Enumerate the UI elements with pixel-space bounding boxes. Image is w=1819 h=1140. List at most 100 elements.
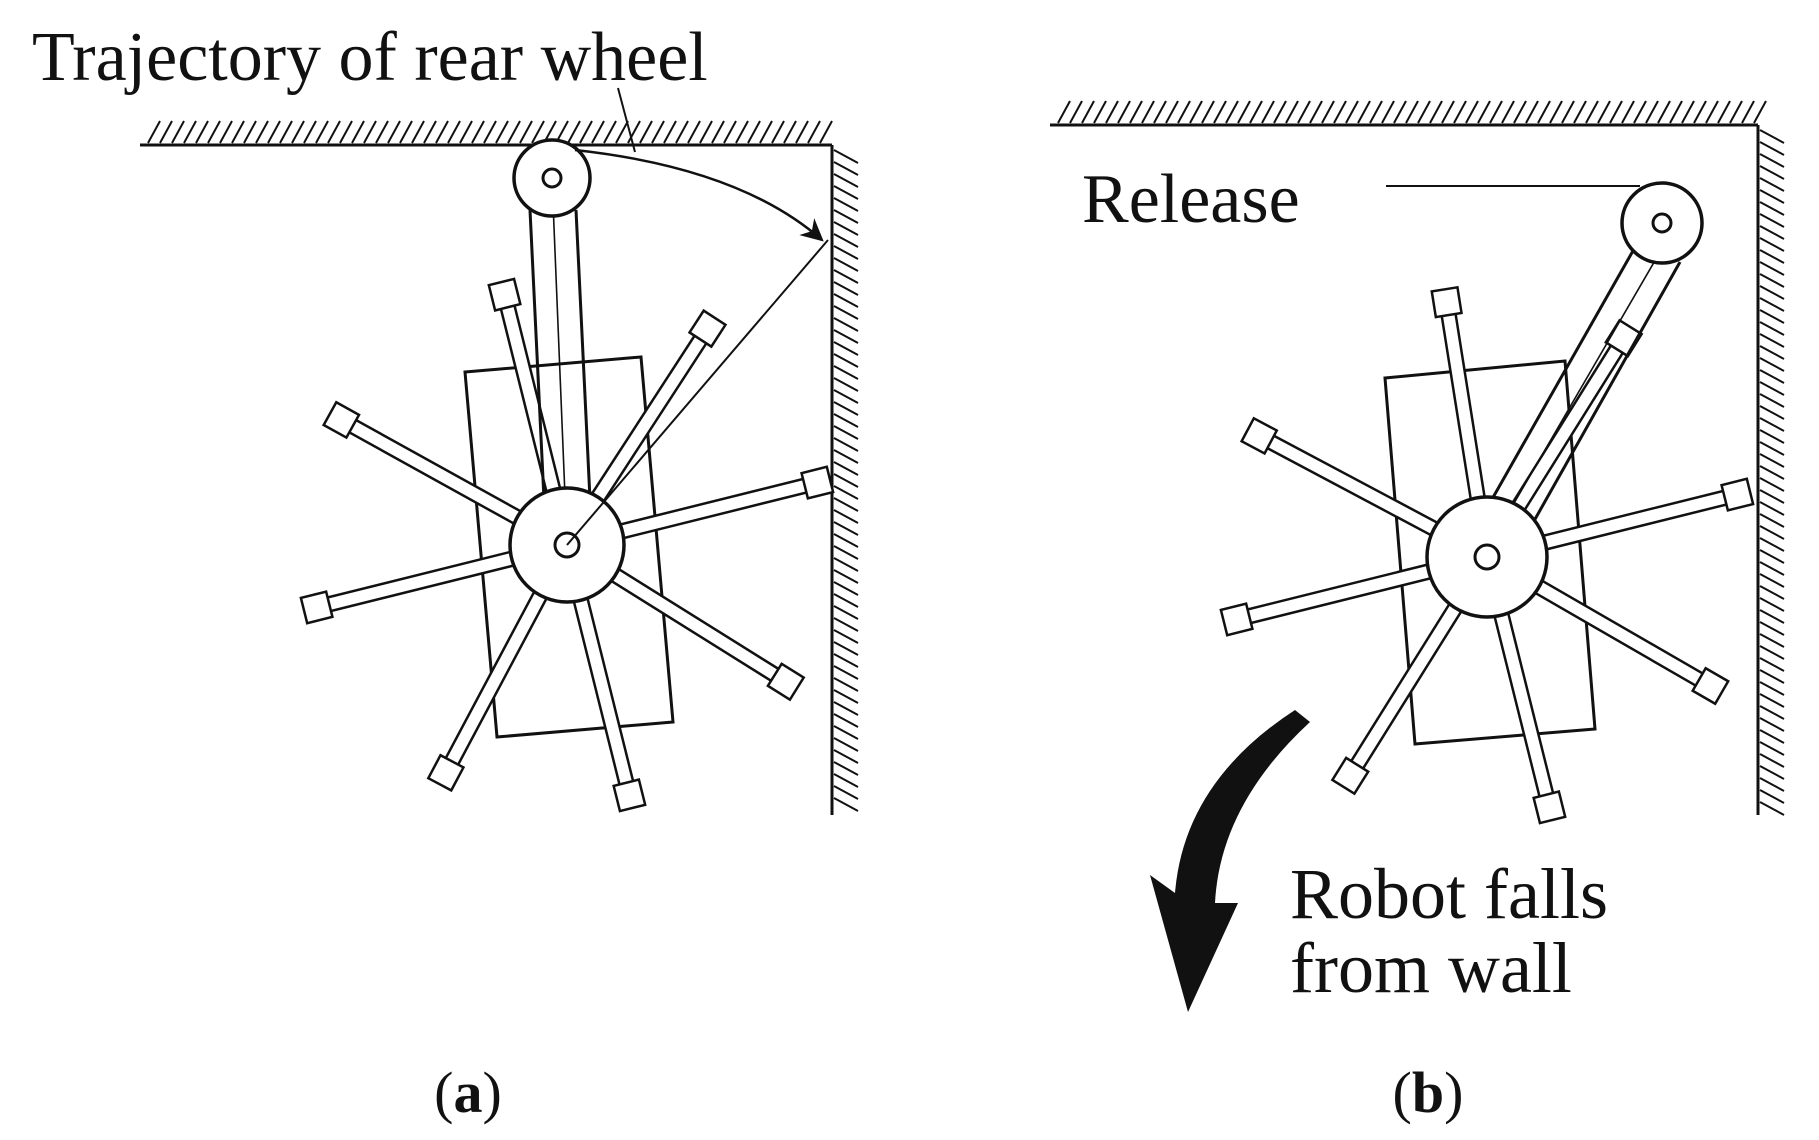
hatch-stroke bbox=[1759, 669, 1785, 684]
hatch-stroke bbox=[507, 120, 521, 144]
hatch-stroke bbox=[591, 120, 605, 144]
hatch-stroke bbox=[1759, 141, 1785, 156]
hatch-stroke bbox=[1759, 297, 1785, 312]
hatch-stroke bbox=[1759, 729, 1785, 744]
hatch-stroke bbox=[1057, 100, 1071, 124]
ceiling-surface-b bbox=[1050, 100, 1767, 127]
hatch-stroke bbox=[1759, 273, 1785, 288]
hatch-stroke bbox=[687, 120, 701, 144]
hatch-stroke bbox=[833, 437, 859, 452]
rear-arm-b bbox=[1468, 241, 1682, 561]
leg-foot-pad bbox=[766, 662, 806, 702]
hatch-stroke bbox=[833, 353, 859, 368]
trajectory-leader-line bbox=[617, 87, 636, 153]
hatch-stroke bbox=[1333, 100, 1347, 124]
hatch-stroke bbox=[279, 120, 293, 144]
hatch-stroke bbox=[833, 449, 859, 464]
hatch-stroke bbox=[1759, 681, 1785, 696]
wheel-legs-a bbox=[299, 277, 835, 813]
hatch-stroke bbox=[1117, 100, 1131, 124]
leg-foot-pad bbox=[487, 277, 522, 312]
hatch-stroke bbox=[1759, 525, 1785, 540]
hatch-stroke bbox=[411, 120, 425, 144]
hatch-stroke bbox=[1759, 345, 1785, 360]
hatch-stroke bbox=[1141, 100, 1155, 124]
hatch-stroke bbox=[483, 120, 497, 144]
hatch-stroke bbox=[267, 120, 281, 144]
hatch-stroke bbox=[771, 120, 785, 144]
hatch-stroke bbox=[1759, 405, 1785, 420]
hatch-stroke bbox=[1741, 100, 1755, 124]
hatch-stroke bbox=[1759, 321, 1785, 336]
hatch-stroke bbox=[833, 149, 859, 164]
hatch-stroke bbox=[1759, 489, 1785, 504]
hatch-stroke bbox=[1621, 100, 1635, 124]
hatch-stroke bbox=[1693, 100, 1707, 124]
wheel-legs-b bbox=[1219, 285, 1755, 825]
hatch-stroke bbox=[1225, 100, 1239, 124]
hatch-stroke bbox=[1759, 621, 1785, 636]
hatch-stroke bbox=[1759, 573, 1785, 588]
hatch-stroke bbox=[1759, 657, 1785, 672]
hatch-stroke bbox=[171, 120, 185, 144]
wall-surface-a bbox=[830, 145, 859, 815]
hatch-stroke bbox=[1759, 753, 1785, 768]
hatch-stroke bbox=[1759, 153, 1785, 168]
hatch-stroke bbox=[833, 617, 859, 632]
hatch-stroke bbox=[1429, 100, 1443, 124]
hatch-stroke bbox=[833, 377, 859, 392]
leg-foot-pad bbox=[1330, 756, 1370, 796]
caption-b-letter: b bbox=[1412, 1060, 1444, 1125]
hatch-stroke bbox=[1759, 717, 1785, 732]
hatch-stroke bbox=[1285, 100, 1299, 124]
hatch-stroke bbox=[1759, 801, 1785, 816]
rear-arm-a bbox=[528, 177, 593, 546]
hatch-stroke bbox=[833, 737, 859, 752]
hatch-stroke bbox=[207, 120, 221, 144]
hatch-stroke bbox=[291, 120, 305, 144]
hatch-stroke bbox=[1405, 100, 1419, 124]
hatch-stroke bbox=[327, 120, 341, 144]
hatch-stroke bbox=[363, 120, 377, 144]
hatch-stroke bbox=[833, 401, 859, 416]
hatch-stroke bbox=[1759, 513, 1785, 528]
hatch-stroke bbox=[339, 120, 353, 144]
hatch-stroke bbox=[833, 569, 859, 584]
hatch-stroke bbox=[735, 120, 749, 144]
hatch-stroke bbox=[351, 120, 365, 144]
fall-label-line2: from wall bbox=[1290, 928, 1572, 1008]
hatch-stroke bbox=[1585, 100, 1599, 124]
hatch-stroke bbox=[833, 233, 859, 248]
hatch-stroke bbox=[399, 120, 413, 144]
hatch-stroke bbox=[1759, 789, 1785, 804]
hatch-stroke bbox=[1759, 477, 1785, 492]
hatch-stroke bbox=[1759, 597, 1785, 612]
trajectory-arc bbox=[574, 148, 824, 242]
hatch-stroke bbox=[1069, 100, 1083, 124]
hatch-stroke bbox=[1357, 100, 1371, 124]
hatch-stroke bbox=[833, 521, 859, 536]
hatch-stroke bbox=[1759, 333, 1785, 348]
hatch-stroke bbox=[1561, 100, 1575, 124]
hatch-stroke bbox=[183, 120, 197, 144]
hatch-stroke bbox=[1297, 100, 1311, 124]
hatch-stroke bbox=[833, 689, 859, 704]
hatch-stroke bbox=[531, 120, 545, 144]
leg-foot-pad bbox=[1219, 602, 1254, 637]
hatch-stroke bbox=[195, 120, 209, 144]
hatch-stroke bbox=[1705, 100, 1719, 124]
fall-label-line1: Robot falls bbox=[1290, 854, 1608, 934]
hatch-stroke bbox=[1345, 100, 1359, 124]
hatch-stroke bbox=[1759, 429, 1785, 444]
hatch-stroke bbox=[1759, 309, 1785, 324]
wall-surface-b bbox=[1756, 125, 1785, 816]
hatch-stroke bbox=[1201, 100, 1215, 124]
hatch-stroke bbox=[1477, 100, 1491, 124]
hatch-stroke bbox=[315, 120, 329, 144]
wall-hatching-a bbox=[833, 149, 859, 812]
hatch-stroke bbox=[833, 461, 859, 476]
hatch-stroke bbox=[1081, 100, 1095, 124]
hatch-stroke bbox=[759, 120, 773, 144]
hatch-stroke bbox=[1759, 381, 1785, 396]
leg-foot-pad bbox=[1720, 477, 1755, 512]
